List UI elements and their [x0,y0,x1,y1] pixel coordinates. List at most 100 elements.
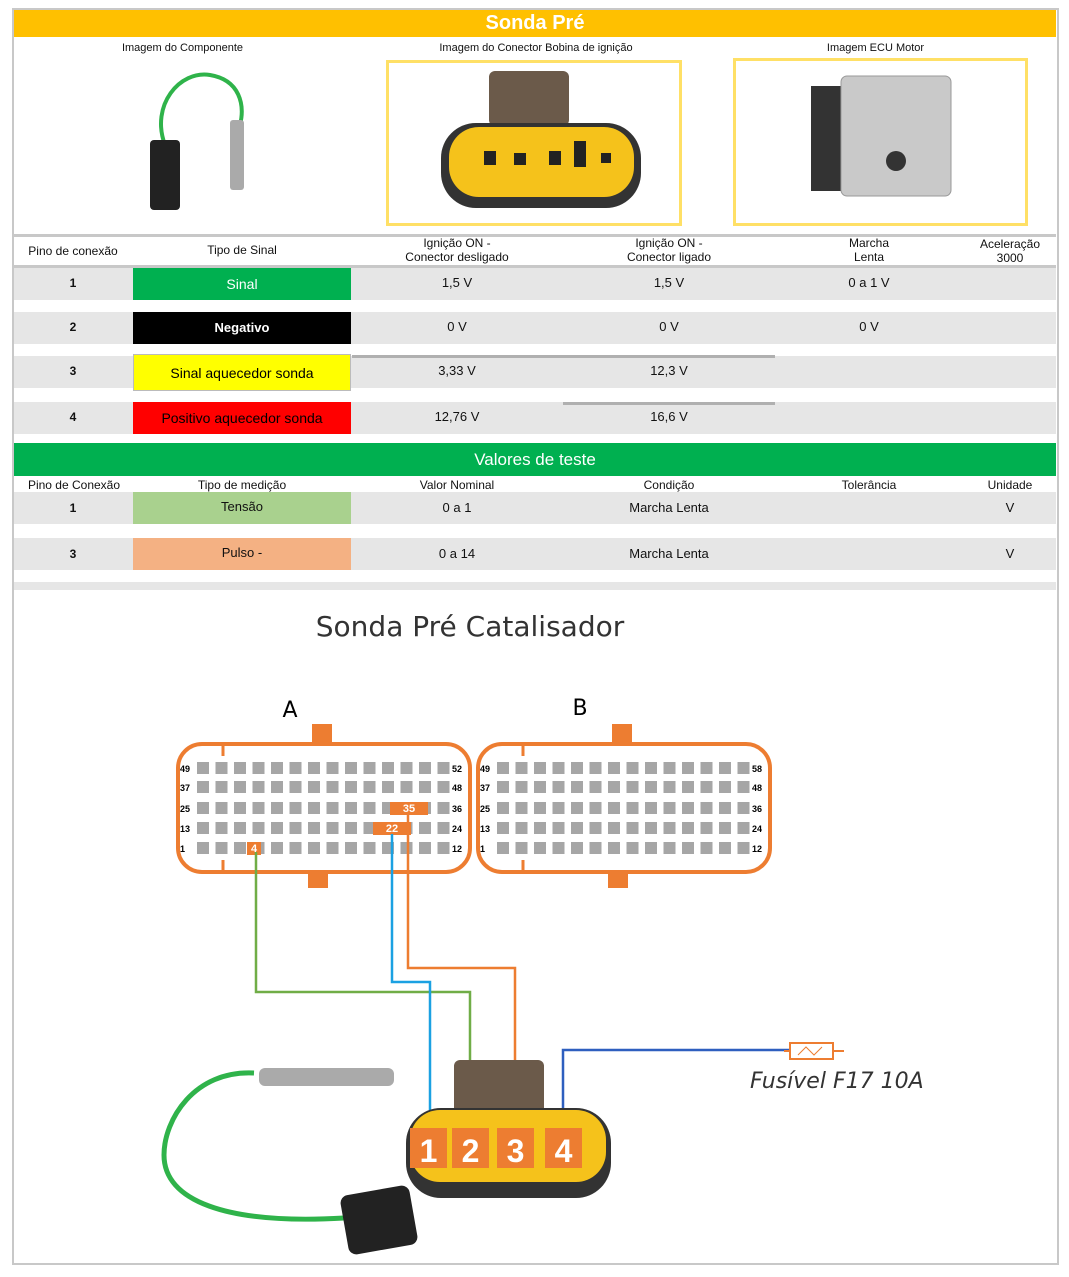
wire-cyan [390,834,432,1150]
pin-cell [552,762,565,774]
pin-cell [345,842,357,854]
pin-cell [197,822,209,834]
pin-cell [437,762,450,774]
pin-cell [571,842,583,854]
ecu-pin-number: 4 [251,843,258,855]
pin-cell [271,762,283,774]
unit: V [1005,546,1015,561]
pin-cell [737,842,750,854]
pin-cell [626,762,639,774]
fuse-label: Fusível F17 10A [750,1069,924,1094]
value-ign-off: 12,76 V [434,409,480,424]
plug-pin-box [452,1128,489,1168]
pin-cell [645,802,657,814]
value-idle: 0 a 1 V [848,275,890,290]
plug-pin-box [545,1128,582,1168]
divider [352,355,775,358]
pin-cell [645,822,657,834]
pin-cell [197,762,209,774]
pin-cell [252,802,265,814]
signal-row: 3 Sinal aquecedor sonda 3,33 V 12,3 V [14,354,1056,391]
pin-cell [645,781,657,793]
pin-cell [608,762,620,774]
pin-cell [345,822,357,834]
pin-cell [719,842,731,854]
pin-cell [663,822,676,834]
col-header-pin: Pino de conexão [28,244,118,258]
pin-cell [700,822,713,834]
pin-cell [608,842,620,854]
divider [14,265,1056,268]
signal-type-badge: Positivo aquecedor sonda [133,402,351,434]
pin-cell [534,762,546,774]
unit: V [1005,500,1015,515]
test-header-unit: Unidade [987,478,1033,492]
pin-cell [497,781,509,793]
pin-cell [234,762,246,774]
pin-cell [737,762,750,774]
pin-cell [234,781,246,793]
row-label: 24 [752,824,762,834]
pin-cell [608,781,620,793]
pin-cell [515,781,528,793]
pin-cell [437,802,450,814]
row-label: 25 [180,804,190,814]
test-row: 1 Tensão 0 a 1 Marcha Lenta V [14,492,1056,524]
test-header-type: Tipo de medição [197,478,287,492]
pin-cell [645,842,657,854]
pin-cell [515,822,528,834]
plug-pin-number: 4 [555,1133,573,1169]
connector-latch [612,724,632,744]
pin-cell [571,822,583,834]
nominal-value: 0 a 14 [438,546,476,561]
ecu-image-caption: Imagem ECU Motor [826,42,925,54]
pin-cell [626,802,639,814]
pin-cell [626,822,639,834]
pin-cell [419,781,431,793]
pin-cell [589,762,602,774]
row-label: 37 [180,783,190,793]
pin-cell [682,822,694,834]
pin-cell [534,842,546,854]
col-header-accel: Aceleração 3000 [979,237,1041,265]
pin-cell [552,842,565,854]
signal-type-badge: Negativo [133,312,351,344]
pin-cell [497,762,509,774]
pin-cell [215,781,228,793]
pin-cell [215,802,228,814]
wire-orange [406,814,517,1150]
plug-pin-box [497,1128,534,1168]
pin-cell [497,842,509,854]
pin-cell [400,781,413,793]
signal-row: 1 Sinal 1,5 V 1,5 V 0 a 1 V [14,268,1056,300]
pin-cell [552,781,565,793]
pin-cell [215,842,228,854]
value-ign-off: 0 V [447,319,467,334]
pin-cell [719,781,731,793]
condition: Marcha Lenta [629,500,709,515]
row-label: 24 [452,824,462,834]
pin-cell [608,822,620,834]
pin-cell [289,781,302,793]
pin-cell [663,762,676,774]
pin-cell [363,781,376,793]
pin-cell [571,762,583,774]
oxygen-sensor-image [161,1068,418,1255]
pin-cell [700,781,713,793]
pin-cell [719,762,731,774]
pin-cell [215,762,228,774]
pin-cell [400,842,413,854]
pin-cell [271,822,283,834]
pin-cell [626,781,639,793]
pin-number: 1 [69,501,77,515]
pin-cell [497,822,509,834]
pin-cell [515,842,528,854]
plug-pin-box [410,1128,447,1168]
pin-number: 4 [69,410,77,424]
test-header-pin: Pino de Conexão [27,478,121,492]
connector-image [386,60,682,226]
connector-latch [608,872,628,888]
pin-cell [626,842,639,854]
nominal-value: 0 a 1 [442,500,472,515]
